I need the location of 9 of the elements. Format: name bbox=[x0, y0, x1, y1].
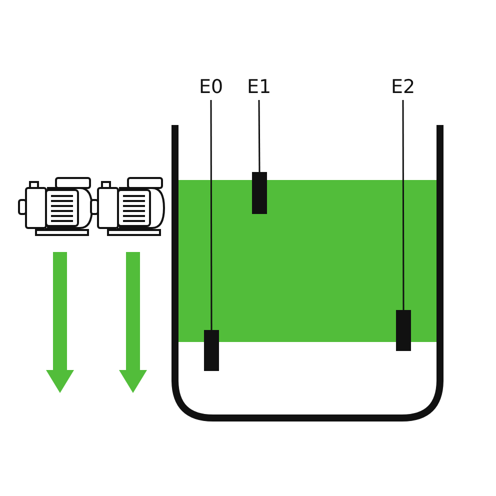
electrode-label: E1 bbox=[244, 76, 274, 98]
electrode bbox=[204, 330, 219, 371]
leader-line bbox=[402, 100, 404, 310]
leader-line bbox=[210, 100, 212, 330]
electrode-label: E2 bbox=[388, 76, 418, 98]
electrode bbox=[396, 310, 411, 351]
leader-line bbox=[258, 100, 260, 172]
electrode bbox=[252, 172, 267, 214]
electrode-label: E0 bbox=[196, 76, 226, 98]
